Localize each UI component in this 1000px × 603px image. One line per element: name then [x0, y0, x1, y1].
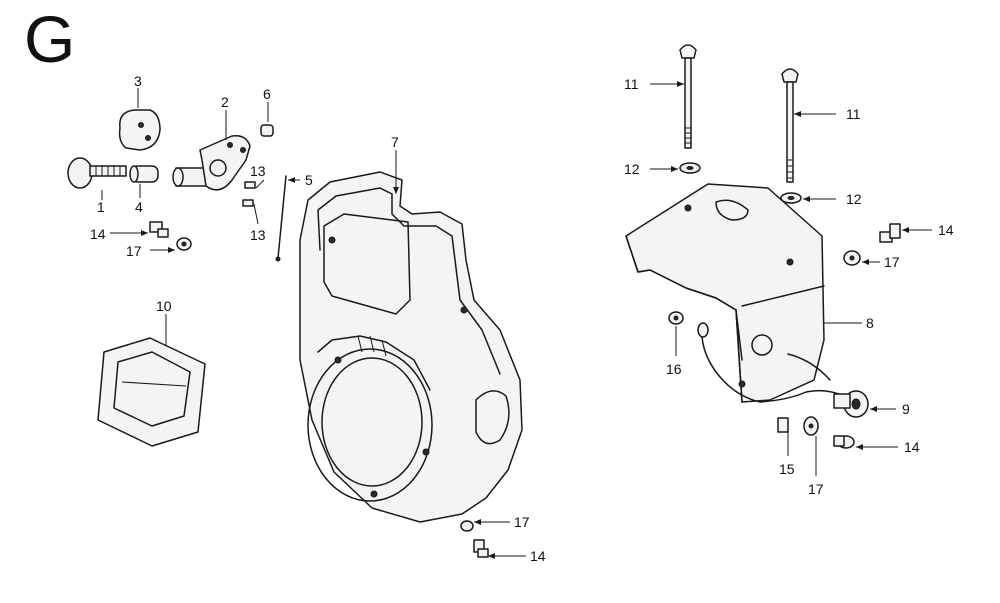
part-8-shroud [625, 183, 862, 403]
part-14-bolt-left [110, 221, 169, 238]
part-17-nut-bottom [460, 519, 510, 532]
callout-17-bottom: 17 [514, 514, 530, 530]
callout-6: 6 [263, 86, 271, 102]
part-17-nut-left [150, 237, 192, 253]
section-letter: G [24, 2, 76, 76]
part-5-rod [275, 175, 300, 262]
part-11-bolt-right [781, 68, 836, 183]
part-2-holder [172, 110, 251, 191]
callout-12-left: 12 [624, 161, 640, 177]
callout-1: 1 [97, 199, 105, 215]
callout-12-right: 12 [846, 191, 862, 207]
callout-13-upper: 13 [250, 163, 266, 179]
callout-15: 15 [779, 461, 795, 477]
part-14-bolt-right-lower [833, 435, 898, 450]
callout-7: 7 [391, 134, 399, 150]
callout-13-lower: 13 [250, 227, 266, 243]
callout-3: 3 [134, 73, 142, 89]
callout-11-left: 11 [624, 76, 639, 92]
callout-17-right-lower: 17 [808, 481, 824, 497]
callout-5: 5 [305, 172, 313, 188]
part-12-washer-right [780, 192, 836, 204]
part-17-nut-right-upper [843, 250, 880, 266]
callout-14-right-lower: 14 [904, 439, 920, 455]
part-6-cap [260, 102, 274, 137]
callout-17-right-upper: 17 [884, 254, 900, 270]
part-14-bolt-right-upper [879, 223, 932, 243]
part-16-nut [668, 311, 684, 356]
callout-10: 10 [156, 298, 172, 314]
part-9-switch-wire [697, 322, 896, 418]
part-1-knob-screw [67, 157, 127, 200]
callout-14-right-upper: 14 [938, 222, 954, 238]
part-7-fan-cover [299, 150, 523, 523]
part-12-washer-left [650, 162, 701, 174]
callout-2: 2 [221, 94, 229, 110]
callout-4: 4 [135, 199, 143, 215]
part-17-nut-right-lower [803, 416, 819, 476]
callout-17-left: 17 [126, 243, 142, 259]
callout-14-left: 14 [90, 226, 106, 242]
part-14-bolt-bottom [473, 539, 526, 559]
callout-9: 9 [902, 401, 910, 417]
callout-16: 16 [666, 361, 682, 377]
part-4-sleeve [129, 165, 159, 198]
part-3-grommet [118, 88, 161, 151]
callout-14-bottom: 14 [530, 548, 546, 564]
part-15-screw [777, 417, 789, 456]
callout-11-right: 11 [846, 106, 861, 122]
callout-8: 8 [866, 315, 874, 331]
part-10-plate [97, 314, 206, 447]
part-11-bolt-left [650, 44, 697, 149]
part-13-screws [242, 179, 265, 225]
